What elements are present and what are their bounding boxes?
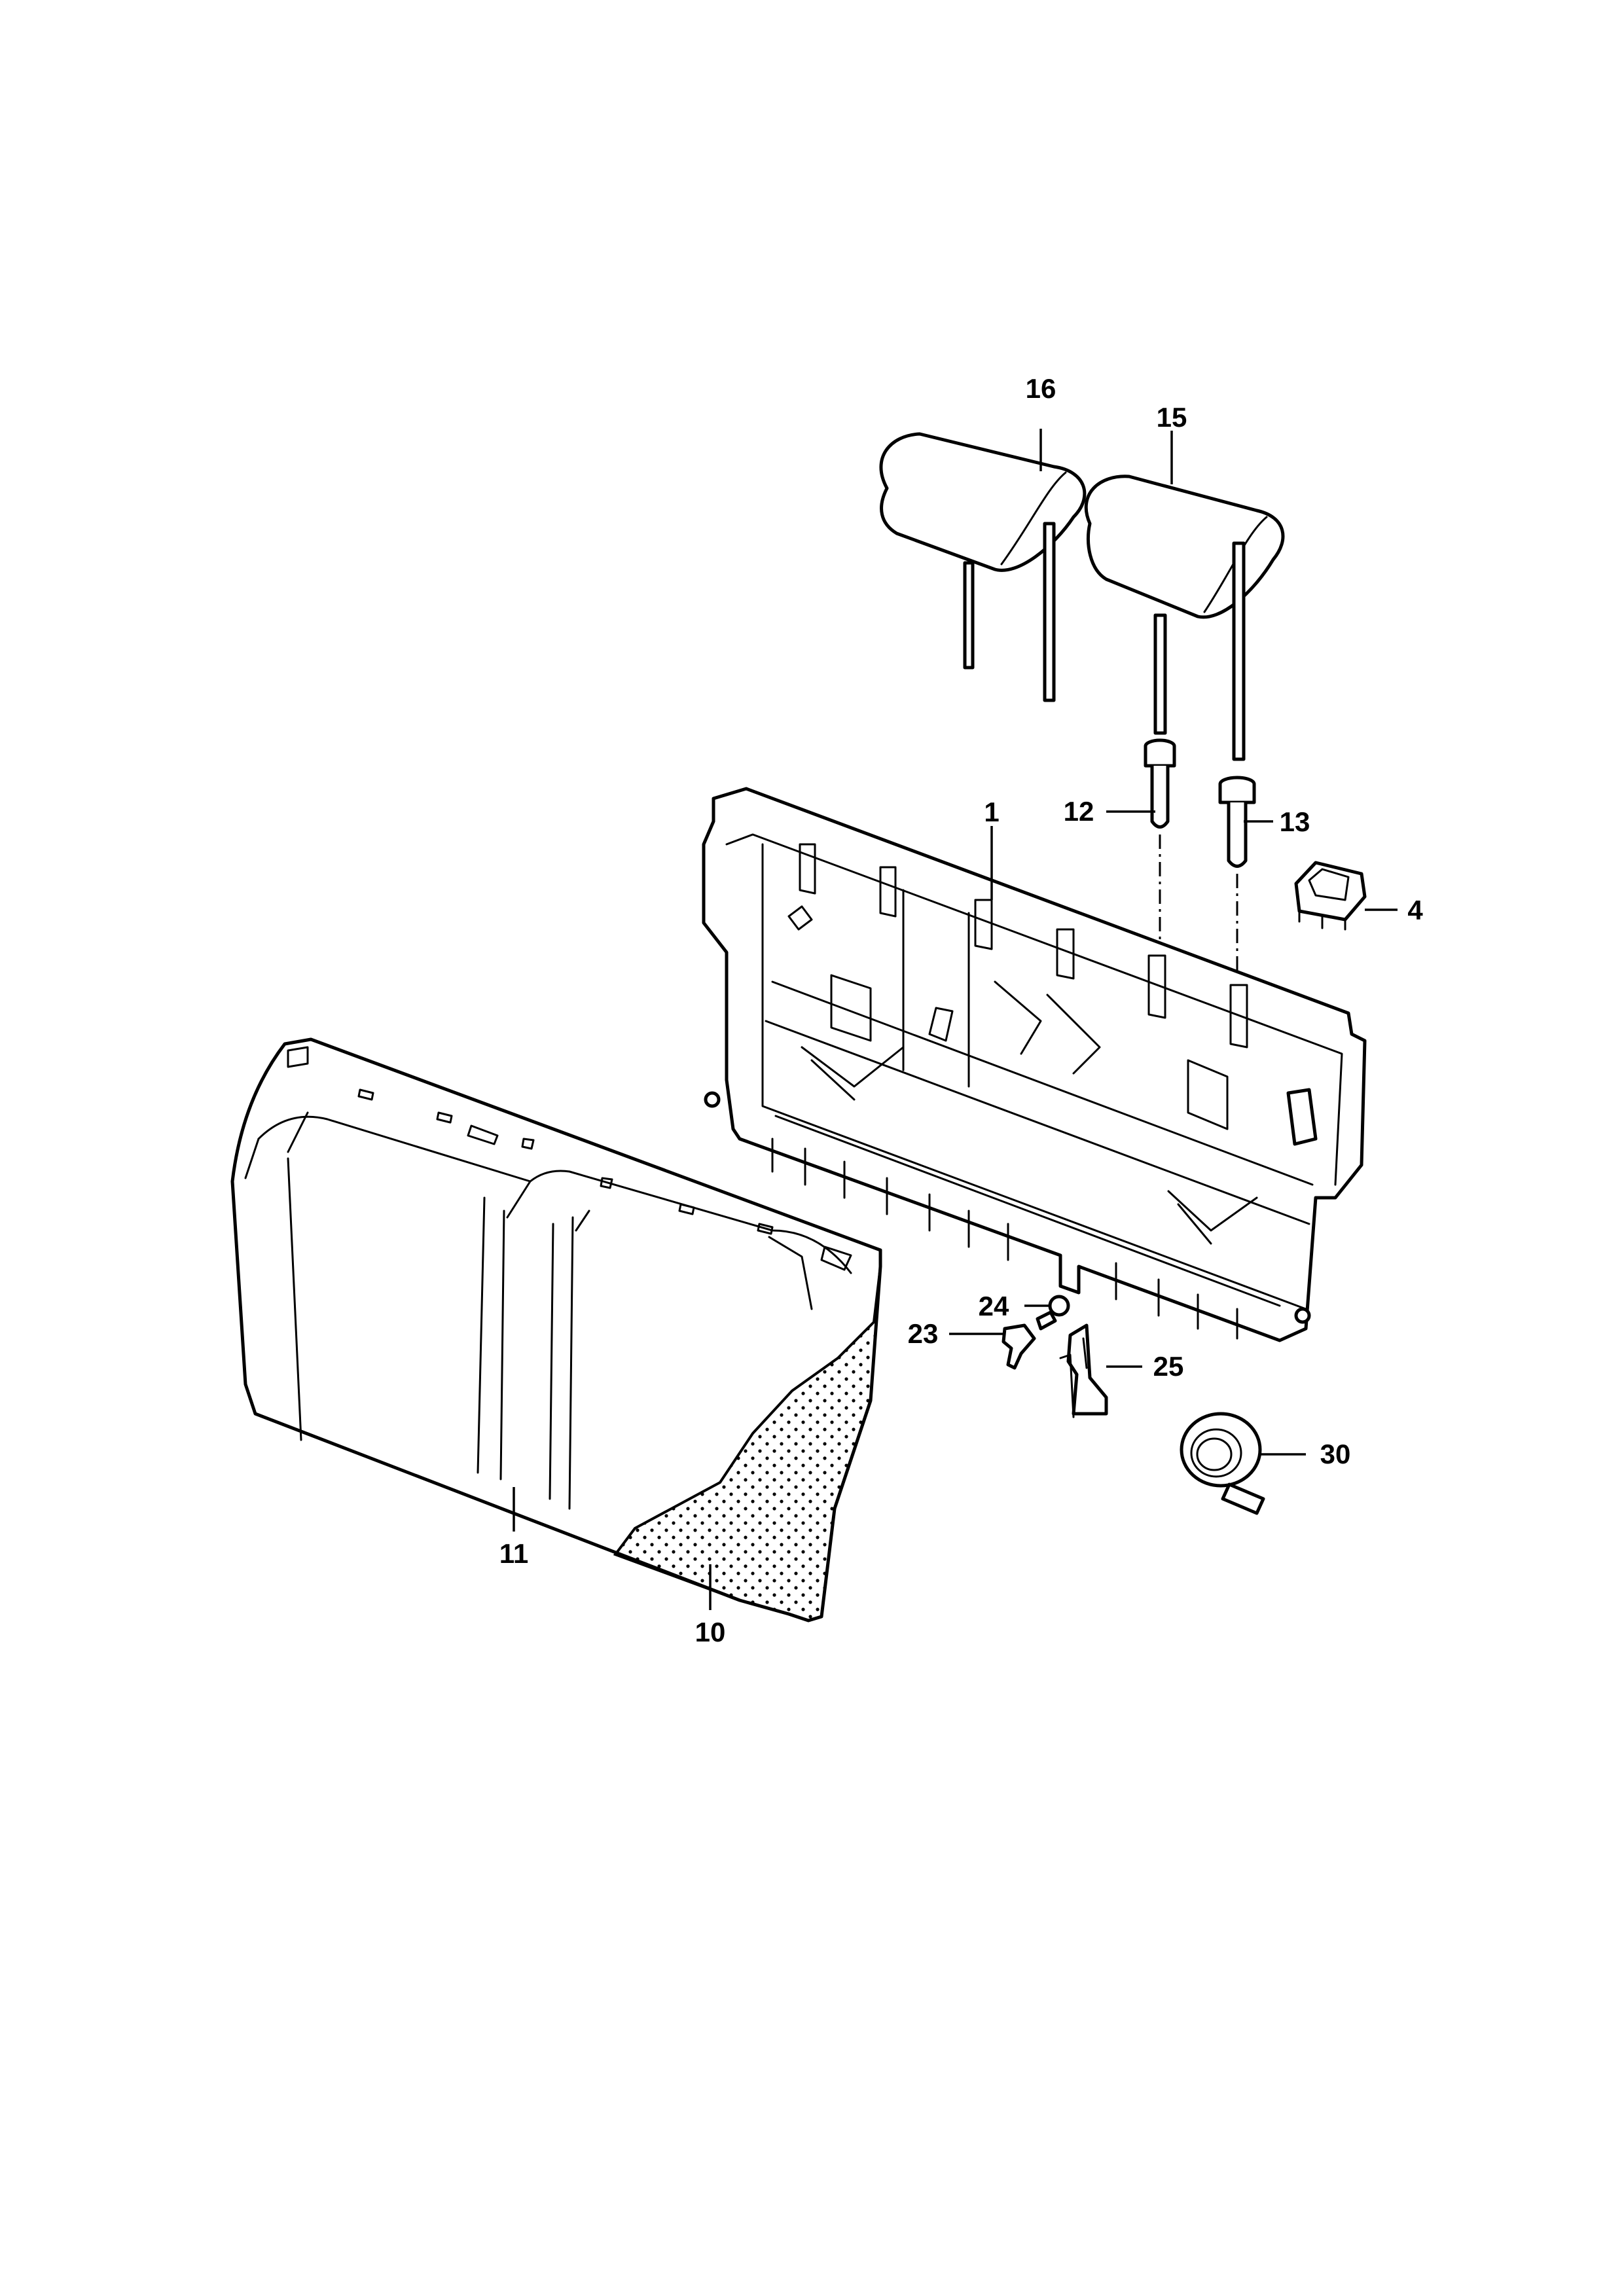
callout-1: 1 [984, 797, 999, 827]
backrest-frame-1 [702, 787, 1367, 1342]
callout-23: 23 [908, 1318, 939, 1349]
callout-24: 24 [979, 1291, 1009, 1321]
bracket-25 [1059, 1323, 1108, 1418]
callout-10: 10 [695, 1617, 726, 1647]
callout-16: 16 [1026, 373, 1056, 404]
callout-labels: 16 15 12 13 1 4 24 23 25 30 11 10 [499, 373, 1424, 1647]
headrest-guide-12 [1144, 738, 1176, 829]
screw-24 [1036, 1295, 1070, 1331]
backing-10 [613, 1266, 882, 1623]
callout-11: 11 [499, 1538, 528, 1569]
tape-roll-30 [1180, 1412, 1265, 1515]
clip-23 [1001, 1323, 1036, 1370]
headrest-15 [1084, 475, 1285, 761]
backrest-cover-11 [230, 1037, 882, 1623]
callout-12: 12 [1064, 796, 1094, 827]
headrest-16 [879, 432, 1087, 702]
leader-lines [513, 429, 1398, 1610]
callout-13: 13 [1280, 806, 1310, 837]
headrest-guide-13 [1218, 776, 1256, 868]
callout-15: 15 [1157, 402, 1187, 433]
latch-cover-4 [1294, 861, 1367, 931]
callout-30: 30 [1320, 1439, 1351, 1469]
callout-4: 4 [1407, 895, 1423, 925]
callout-25: 25 [1153, 1351, 1184, 1382]
